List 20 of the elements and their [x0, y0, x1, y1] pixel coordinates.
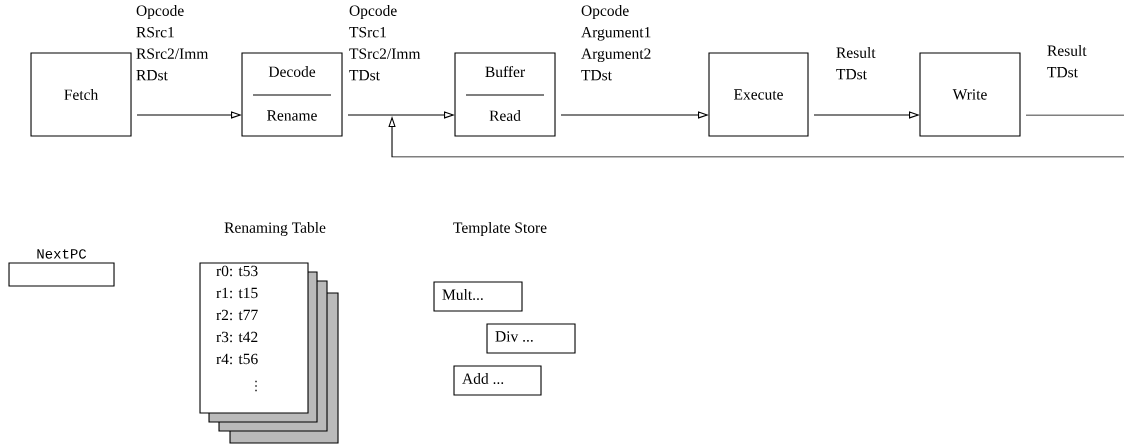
edge-label: Opcode Argument1 Argument2 TDst: [581, 5, 651, 81]
node-label: NextPC: [37, 249, 87, 259]
edge-label: Opcode TSrc1 TSrc2/Imm TDst: [349, 5, 421, 81]
template-box: Add ...: [453, 365, 542, 396]
stage-box: Buffer Read: [454, 52, 556, 137]
template-box: Div ...: [486, 323, 576, 354]
section-heading: Template Store: [453, 221, 547, 236]
edge-label: Result TDst: [836, 47, 876, 80]
table-stack-drawing: Renaming Table r0: t53 r1: t15 r2: t77 r3: t42 r4: t56 ⋮: [199, 221, 339, 444]
template-box: Mult...: [433, 281, 523, 312]
node-label: Renaming Table: [224, 221, 326, 237]
register-box: NextPC: [8, 249, 115, 287]
stage-box: Execute: [708, 52, 809, 137]
stage-box: Write: [919, 52, 1021, 137]
node-label: r0: t53: [216, 265, 258, 277]
edge-label: Opcode RSrc1 RSrc2/Imm RDst: [136, 5, 209, 81]
stage-box: Fetch: [30, 52, 132, 137]
arrow: [388, 114, 1124, 158]
stage-box: Decode Rename: [241, 52, 343, 137]
edge-label: Result TDst: [1047, 45, 1087, 78]
